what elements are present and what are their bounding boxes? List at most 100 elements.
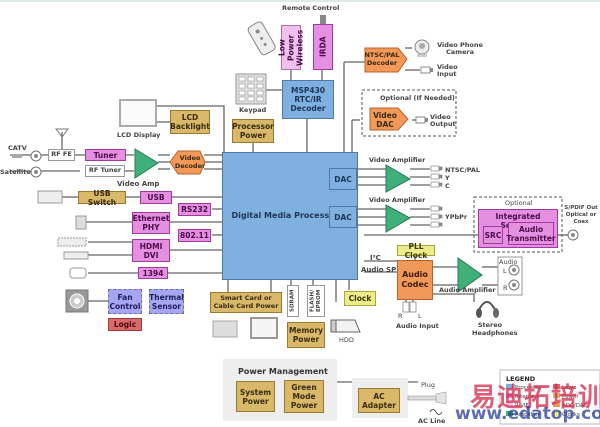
ypbpr-connectors-icon bbox=[430, 205, 443, 228]
video-output-label: Video Output bbox=[430, 113, 456, 129]
remote-control-icon bbox=[247, 21, 276, 56]
legend-swatch bbox=[506, 402, 513, 407]
dac-1-block: DAC bbox=[329, 168, 357, 190]
clock-block: Clock bbox=[344, 291, 376, 306]
audio-input-label: Audio Input bbox=[396, 322, 439, 330]
firewire-port-icon bbox=[69, 267, 87, 279]
antenna-icon bbox=[55, 128, 69, 138]
flash-eprom-block: FLASH/ EPROM bbox=[307, 285, 325, 317]
legend-item: Amplifier bbox=[506, 411, 553, 420]
low-power-wireless-block: Low Power Wireless bbox=[278, 25, 305, 70]
optional-if-needed-label: Optional (If Needed) bbox=[380, 94, 455, 102]
keypad-label: Keypad bbox=[239, 106, 267, 114]
audio-l-jack-icon bbox=[508, 264, 520, 276]
spdif-jack-icon bbox=[567, 229, 579, 241]
stereo-headphones-icon bbox=[476, 301, 499, 318]
hdmi-dvi-block: HDMI DVI bbox=[132, 239, 170, 262]
y-output-label: Y bbox=[445, 174, 450, 182]
audio-codec-block: Audio Codec bbox=[397, 260, 433, 300]
legend-swatch bbox=[553, 402, 560, 407]
rs232-block: RS232 bbox=[178, 203, 211, 216]
legend-swatch bbox=[506, 384, 513, 389]
irda-sensor-icon bbox=[320, 15, 326, 25]
video-amplifier-2-triangle bbox=[385, 204, 412, 233]
smart-card-power-block: Smart Card or Cable Card Power bbox=[210, 292, 282, 313]
wifi-block: 802.11 bbox=[178, 229, 211, 242]
video-amp-triangle bbox=[134, 148, 159, 179]
src-block: SRC bbox=[483, 226, 503, 244]
video-input-connector-icon bbox=[420, 66, 433, 74]
fan-icon bbox=[65, 289, 89, 313]
thermal-sensor-block: Thermal Sensor bbox=[149, 289, 184, 314]
system-power-block: System Power bbox=[236, 381, 275, 412]
video-decoder-block: Video Decoder bbox=[174, 153, 206, 170]
optional-label: Optional bbox=[505, 199, 533, 207]
tuner-block: Tuner bbox=[85, 149, 126, 161]
msp430-block: MSP430 RTC/IR Decoder bbox=[282, 80, 334, 119]
ac-line-label: AC Line bbox=[418, 417, 446, 425]
ypbpr-output-label: YPbPr bbox=[445, 213, 468, 221]
hdd-label: HDD bbox=[339, 336, 354, 344]
video-phone-camera-label: Video Phone Camera bbox=[437, 41, 483, 57]
green-mode-power-block: Green Mode Power bbox=[284, 380, 324, 413]
cable-card-icon bbox=[250, 317, 278, 339]
audio-amplifier-label: Audio Amplifier bbox=[439, 286, 496, 294]
dvi-port-icon bbox=[57, 237, 87, 247]
legend-swatch bbox=[553, 411, 560, 416]
optional-if-needed-box bbox=[361, 89, 457, 137]
keypad-icon bbox=[235, 73, 267, 105]
ac-sine-icon bbox=[429, 409, 443, 415]
hdd-icon bbox=[330, 319, 361, 333]
audio-input-connector-icon bbox=[402, 301, 417, 313]
video-dac-block: Video DAC bbox=[373, 110, 397, 129]
video-amplifier-1-triangle bbox=[385, 164, 412, 193]
remote-control-label: Remote Control bbox=[282, 4, 340, 12]
legend-item: Logic bbox=[553, 384, 600, 393]
legend-box bbox=[499, 369, 600, 425]
smart-card-icon bbox=[212, 320, 238, 338]
memory-power-block: Memory Power bbox=[287, 322, 325, 348]
legend-item: Power bbox=[553, 393, 600, 402]
satellite-jack-icon bbox=[30, 166, 42, 178]
pll-clock-block: PLL Clock bbox=[397, 242, 435, 260]
legend-items: Processor Interface RF/IF Amplifier Logi… bbox=[506, 384, 600, 420]
optional-integrated-box bbox=[473, 196, 563, 253]
ntsc-pal-output-label: NTSC/PAL bbox=[445, 166, 481, 174]
watermark-cn: 易迪拓培训 bbox=[470, 383, 600, 413]
legend-swatch bbox=[506, 411, 513, 416]
watermark-url: www.edatop.com bbox=[455, 404, 600, 424]
video-output-connector-icon bbox=[415, 116, 428, 124]
legend-item: RF/IF bbox=[506, 402, 553, 411]
ac-plug-icon bbox=[407, 391, 447, 405]
video-phone-camera-icon bbox=[414, 39, 430, 57]
plug-label: Plug bbox=[421, 381, 435, 389]
video-input-label: Video Input bbox=[437, 63, 458, 79]
video-decoder-shape bbox=[169, 150, 206, 175]
ieee1394-block: 1394 bbox=[138, 267, 168, 279]
audio-jack-label: Audio bbox=[499, 258, 518, 266]
video-dac-shape bbox=[369, 107, 409, 131]
ac-adapter-block: AC Adapter bbox=[358, 388, 400, 413]
usb-port-icon bbox=[37, 190, 63, 204]
ntsc-pal-decoder-shape bbox=[364, 47, 408, 73]
audio-amplifier-triangle bbox=[457, 257, 483, 293]
ntsc-pal-decoder-block: NTSC/PAL Decoder bbox=[364, 51, 400, 67]
spdif-out-label: S/PDIF Out Optical or Coax bbox=[564, 205, 598, 226]
lcd-display-icon bbox=[119, 99, 157, 127]
audio-r-jack-icon bbox=[508, 279, 520, 291]
logic-block: Logic bbox=[108, 318, 142, 331]
legend-title: LEGEND bbox=[506, 375, 536, 383]
ethernet-port-icon bbox=[75, 215, 87, 230]
usb-switch-block: USB Switch bbox=[78, 189, 126, 207]
lcd-backlight-block: LCD Backlight bbox=[170, 110, 210, 134]
video-amplifier-1-label: Video Amplifier bbox=[369, 156, 426, 164]
legend-item: ADC/DAC bbox=[553, 402, 600, 411]
stereo-headphones-label: Stereo Headphones bbox=[472, 321, 518, 338]
legend-item: Interface bbox=[506, 393, 553, 402]
usb-block: USB bbox=[140, 191, 172, 204]
ethernet-phy-block: Ethernet PHY bbox=[132, 212, 170, 234]
video-amplifier-2-label: Video Amplifier bbox=[369, 196, 426, 204]
irda-block: IRDA bbox=[313, 24, 333, 70]
hdmi-port-icon bbox=[63, 251, 89, 260]
